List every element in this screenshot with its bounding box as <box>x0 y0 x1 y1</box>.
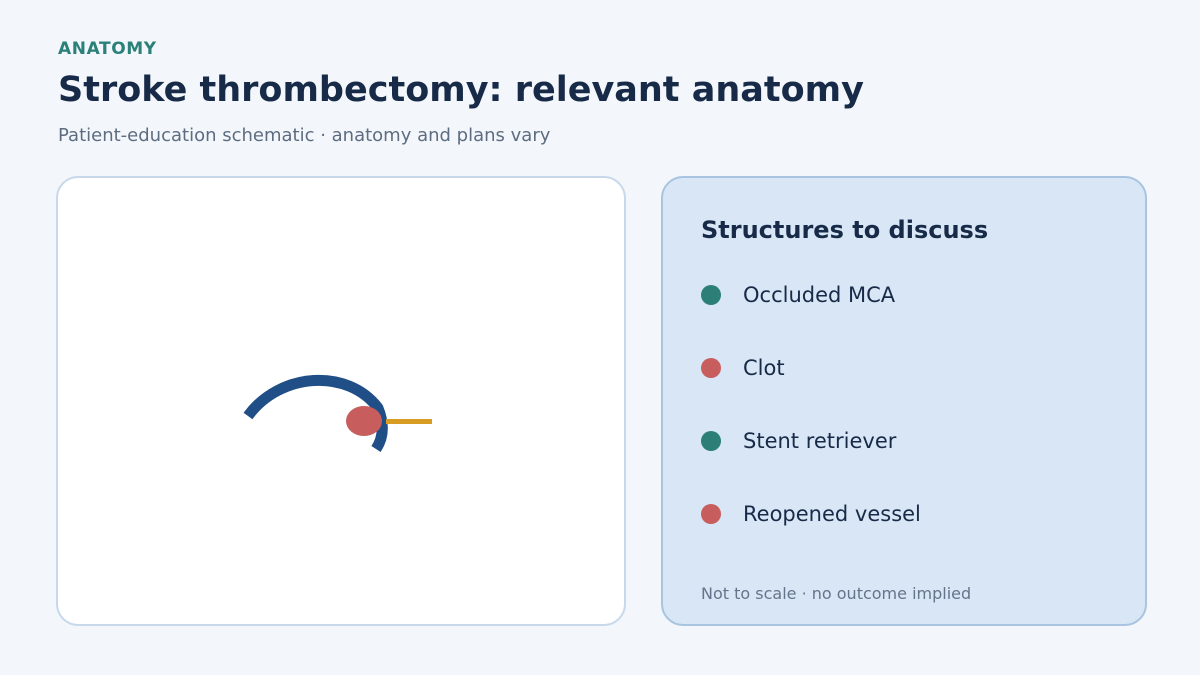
legend-list: Occluded MCA Clot Stent retriever Reopen… <box>701 278 921 570</box>
stent-retriever-wire <box>386 419 432 424</box>
legend-panel: Structures to discuss Occluded MCA Clot … <box>661 176 1147 626</box>
legend-item-label: Clot <box>743 356 785 380</box>
legend-dot-icon <box>701 358 721 378</box>
legend-item-label: Stent retriever <box>743 429 897 453</box>
legend-item-occluded-mca: Occluded MCA <box>701 278 921 312</box>
legend-dot-icon <box>701 431 721 451</box>
legend-item-stent-retriever: Stent retriever <box>701 424 921 458</box>
anatomy-schematic <box>243 375 432 453</box>
footnote: Not to scale · no outcome implied <box>701 584 972 603</box>
legend-item-label: Reopened vessel <box>743 502 921 526</box>
legend-item-reopened-vessel: Reopened vessel <box>701 497 921 531</box>
page-subtitle: Patient-education schematic · anatomy an… <box>58 125 551 146</box>
eyebrow-label: ANATOMY <box>58 39 157 59</box>
legend-item-label: Occluded MCA <box>743 283 896 307</box>
legend-title: Structures to discuss <box>701 216 989 244</box>
page-title: Stroke thrombectomy: relevant anatomy <box>58 70 864 110</box>
legend-dot-icon <box>701 504 721 524</box>
anatomy-diagram-panel <box>56 176 626 626</box>
legend-item-clot: Clot <box>701 351 921 385</box>
mca-vessel-arc <box>243 375 388 453</box>
clot-mark <box>346 406 382 436</box>
legend-dot-icon <box>701 285 721 305</box>
